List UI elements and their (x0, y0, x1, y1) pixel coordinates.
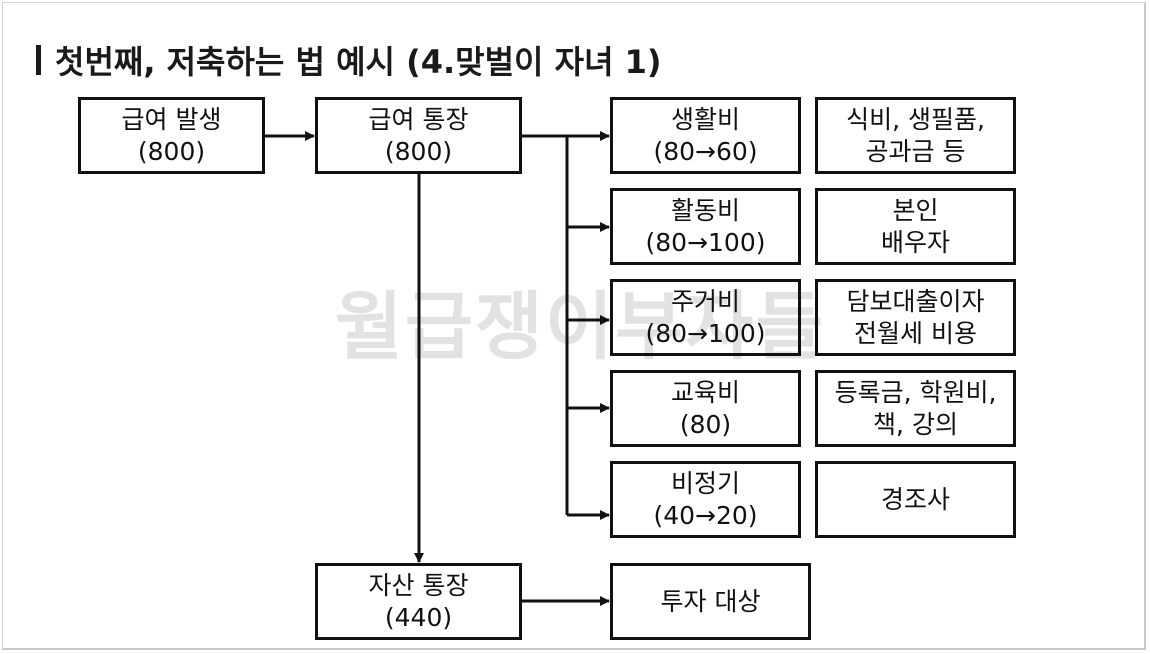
node-salary: 급여 발생 (800) (78, 97, 265, 174)
node-education: 교육비 (80) (610, 370, 801, 447)
node-living: 생활비 (80→60) (610, 97, 801, 174)
node-asset-account: 자산 통장 (440) (315, 563, 522, 640)
node-salary-account: 급여 통장 (800) (315, 97, 522, 174)
node-education-value: (80) (679, 409, 732, 439)
node-housing-label: 주거비 (670, 286, 740, 316)
node-salary-account-label: 급여 통장 (368, 104, 469, 134)
detail-living-line1: 식비, 생필품, (846, 104, 985, 134)
node-housing-value: (80→100) (645, 318, 766, 348)
node-investment: 투자 대상 (610, 563, 811, 640)
detail-living-line2: 공과금 등 (865, 136, 966, 166)
node-irregular-value: (40→20) (653, 500, 758, 530)
detail-living: 식비, 생필품, 공과금 등 (815, 97, 1016, 174)
node-asset-account-value: (440) (384, 602, 453, 632)
node-activity-label: 활동비 (670, 195, 740, 225)
detail-activity-line1: 본인 (892, 195, 939, 225)
detail-housing: 담보대출이자 전월세 비용 (815, 279, 1016, 356)
node-salary-account-value: (800) (384, 136, 453, 166)
node-activity: 활동비 (80→100) (610, 188, 801, 265)
node-salary-value: (800) (137, 136, 206, 166)
node-irregular: 비정기 (40→20) (610, 461, 801, 538)
detail-housing-line1: 담보대출이자 (846, 286, 985, 316)
node-education-label: 교육비 (670, 377, 740, 407)
node-asset-account-label: 자산 통장 (368, 570, 469, 600)
node-housing: 주거비 (80→100) (610, 279, 801, 356)
node-living-label: 생활비 (670, 104, 740, 134)
node-irregular-label: 비정기 (670, 468, 740, 498)
node-salary-label: 급여 발생 (121, 104, 222, 134)
detail-housing-line2: 전월세 비용 (854, 318, 977, 348)
page-title-text: 첫번째, 저축하는 법 예시 (4.맞벌이 자녀 1) (55, 43, 662, 81)
node-investment-label: 투자 대상 (660, 586, 761, 616)
detail-activity: 본인 배우자 (815, 188, 1016, 265)
detail-activity-line2: 배우자 (880, 227, 950, 257)
detail-education: 등록금, 학원비, 책, 강의 (815, 370, 1016, 447)
node-activity-value: (80→100) (645, 227, 766, 257)
detail-education-line1: 등록금, 학원비, (834, 377, 997, 407)
detail-education-line2: 책, 강의 (873, 409, 958, 439)
page-title: 첫번째, 저축하는 법 예시 (4.맞벌이 자녀 1) (36, 40, 662, 81)
title-bar-decoration (36, 45, 41, 75)
detail-irregular: 경조사 (815, 461, 1016, 538)
node-living-value: (80→60) (653, 136, 758, 166)
detail-irregular-line1: 경조사 (880, 484, 950, 514)
